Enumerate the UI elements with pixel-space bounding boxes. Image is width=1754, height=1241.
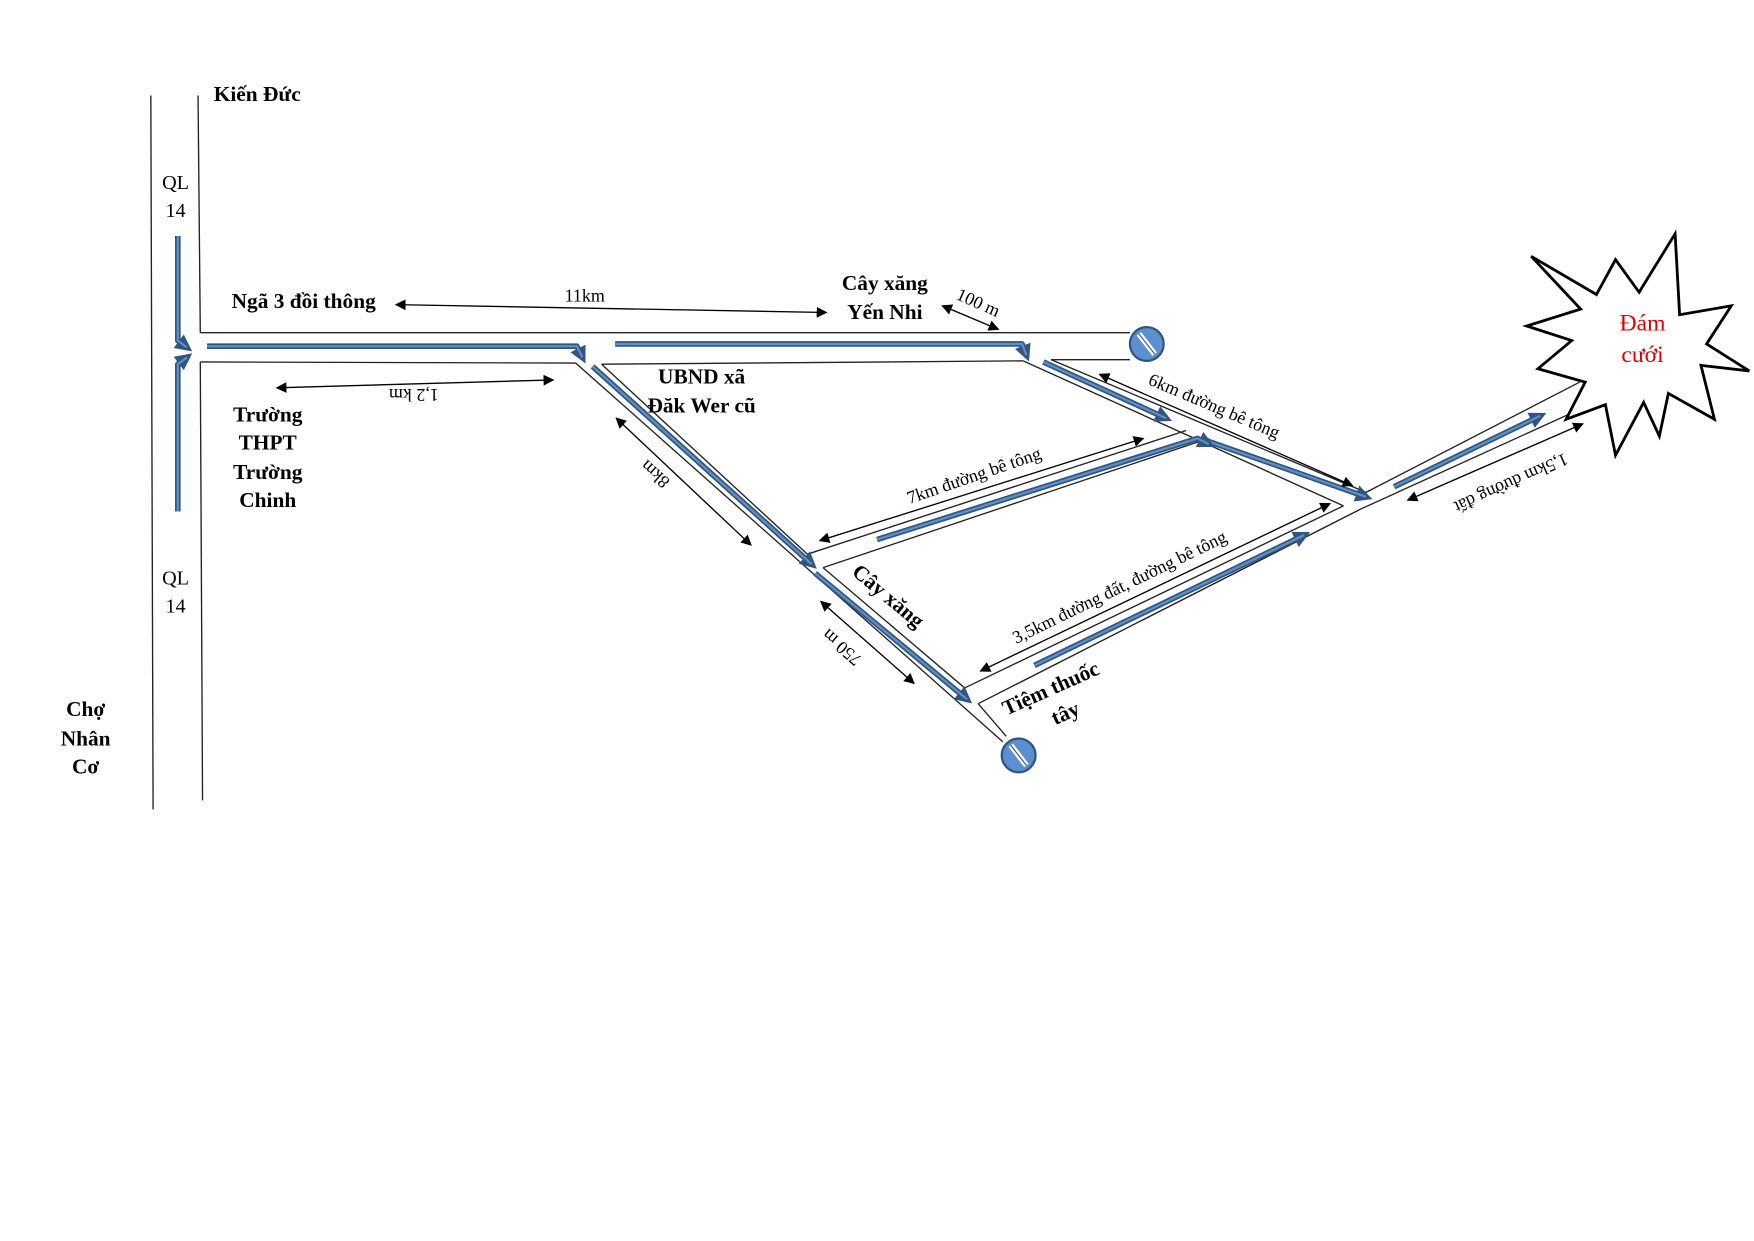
diag-road-inner-3 (977, 703, 1007, 737)
explosion-star-icon (1522, 229, 1751, 460)
route-arrow-highlight (615, 342, 1028, 356)
label-ql14-top-2: 14 (165, 200, 185, 222)
arrow-8km (615, 417, 752, 546)
label-cho-2: Nhân (61, 726, 111, 750)
label-ql14-bottom-1: QL (162, 568, 189, 590)
label-truong-3: Trường (233, 460, 303, 484)
ql14-east-edge-south (199, 361, 204, 801)
no-entry-icon (1128, 325, 1165, 362)
label-truong-1: Trường (233, 403, 303, 427)
label-ubnd-2: Đăk Wer cũ (647, 394, 755, 418)
arrow-750m (819, 600, 915, 685)
route-arrow-highlight (207, 345, 584, 358)
route-arrow-highlight (176, 236, 188, 349)
roads (150, 95, 1586, 810)
destination-label-2: cưới (1621, 342, 1664, 368)
distance-11km: 11km (565, 285, 605, 305)
main-road-south-edge (200, 361, 576, 364)
label-cho-1: Chợ (66, 697, 105, 721)
label-kien-duc: Kiến Đức (214, 82, 301, 106)
distance-7km: 7km đường bê tông (904, 443, 1043, 508)
label-cho-3: Cơ (72, 754, 99, 778)
label-ql14-top-1: QL (162, 172, 189, 194)
route-arrow-highlight (1205, 439, 1367, 498)
label-truong-2: THPT (239, 431, 297, 455)
arrow-3-5km (979, 502, 1331, 672)
main-road-south-edge-2 (601, 360, 1024, 365)
distance-arrows (275, 299, 1584, 685)
route-arrow-highlight (176, 356, 188, 512)
arrow-6km (1098, 373, 1354, 487)
ql14-west-edge (150, 95, 154, 810)
route-arrow (207, 343, 586, 364)
arrow-11km (394, 299, 828, 318)
label-truong-4: Chinh (239, 488, 296, 512)
arrow-1-2km (275, 374, 555, 393)
distance-100m: 100 m (954, 284, 1004, 321)
route-arrow (173, 353, 193, 512)
label-ql14-bottom-2: 14 (165, 596, 185, 618)
distance-6km: 6km đường bê tông (1146, 369, 1283, 442)
route-arrow (615, 341, 1031, 362)
diag-road-outer (575, 362, 1004, 743)
label-tiem-thuoc-2: tây (1047, 696, 1083, 730)
middle-road-upper (807, 429, 1187, 555)
route-arrow-highlight (1042, 360, 1167, 420)
arrow-1-5km (1406, 422, 1584, 502)
arrow-100m (941, 304, 1000, 331)
ql14-east-edge-north (197, 95, 201, 333)
distance-1-2km: 1,2 km (389, 385, 439, 405)
no-entry-icon (1000, 737, 1037, 774)
arrow-7km (818, 436, 1145, 543)
label-ubnd-1: UBND xã (658, 364, 745, 388)
destination-label-1: Đám (1620, 310, 1666, 336)
south-road-upper (964, 505, 1344, 689)
label-nga3-doi-thong: Ngã 3 đồi thông (232, 289, 376, 313)
label-cay-xang-yen-nhi-2: Yến Nhi (847, 300, 922, 324)
distance-8km: 8km (636, 456, 673, 492)
label-cay-xang-yen-nhi-1: Cây xăng (842, 271, 928, 295)
route-arrow (173, 236, 193, 352)
label-cay-xang: Cây xăng (848, 559, 930, 633)
distance-750m: 750 m (818, 625, 865, 670)
